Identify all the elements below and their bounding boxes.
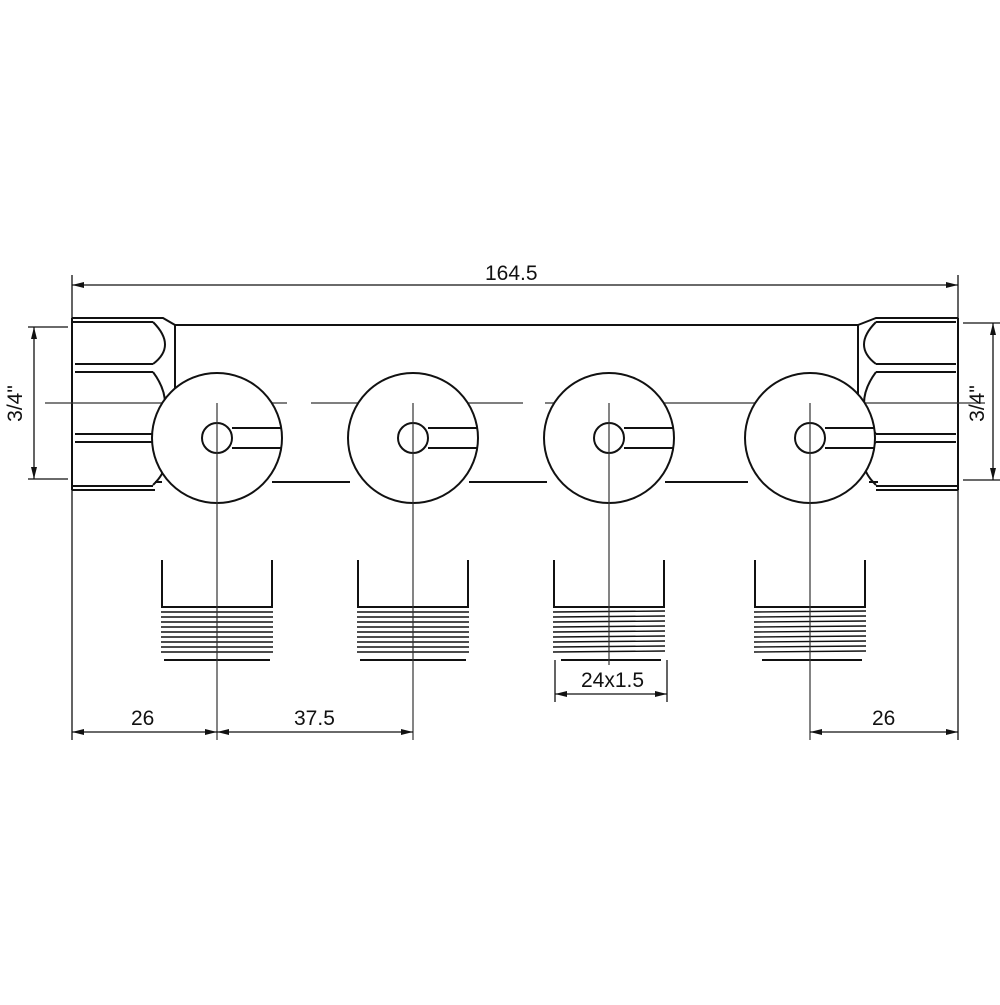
outlet-pitch-label: 37.5 bbox=[294, 707, 335, 730]
dim-overall-length bbox=[71, 275, 959, 318]
right-inlet-thread-label: 3/4" bbox=[965, 385, 989, 422]
left-inlet-thread-label: 3/4" bbox=[3, 385, 27, 422]
outlet-axes bbox=[216, 403, 811, 740]
outlet-thread-label: 24x1.5 bbox=[581, 669, 645, 692]
dim-outlet-thread bbox=[554, 660, 668, 702]
overall-length-label: 164.5 bbox=[485, 262, 538, 285]
left-offset-label: 26 bbox=[131, 707, 155, 730]
dim-left-offset bbox=[71, 490, 217, 740]
dim-right-inlet bbox=[963, 322, 1000, 481]
manifold-body bbox=[155, 324, 878, 483]
dim-right-offset bbox=[810, 490, 959, 740]
right-offset-label: 26 bbox=[872, 707, 896, 730]
dim-left-inlet bbox=[28, 326, 68, 480]
right-hex-nut bbox=[857, 317, 959, 491]
